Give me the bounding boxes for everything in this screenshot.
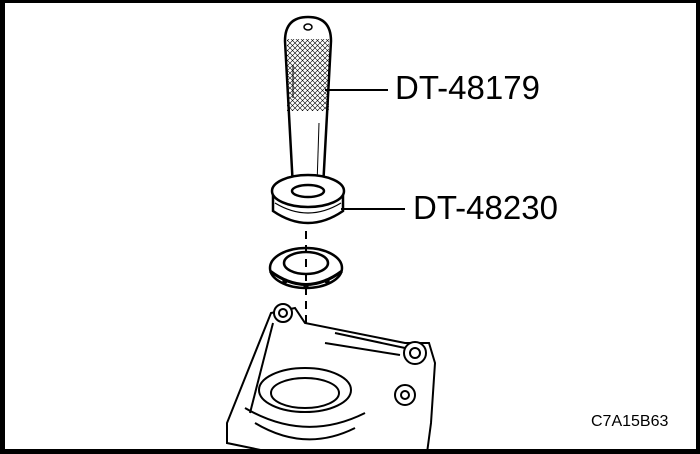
figure-id: C7A15B63 (591, 413, 669, 430)
transmission-housing (226, 303, 437, 449)
handle-tool (283, 15, 333, 193)
seal-installation-illustration (226, 15, 437, 449)
seal-installer (270, 173, 346, 225)
oil-seal (268, 246, 344, 290)
callout-handle-label: DT-48179 (395, 69, 540, 106)
callout-installer-label: DT-48230 (413, 189, 558, 226)
